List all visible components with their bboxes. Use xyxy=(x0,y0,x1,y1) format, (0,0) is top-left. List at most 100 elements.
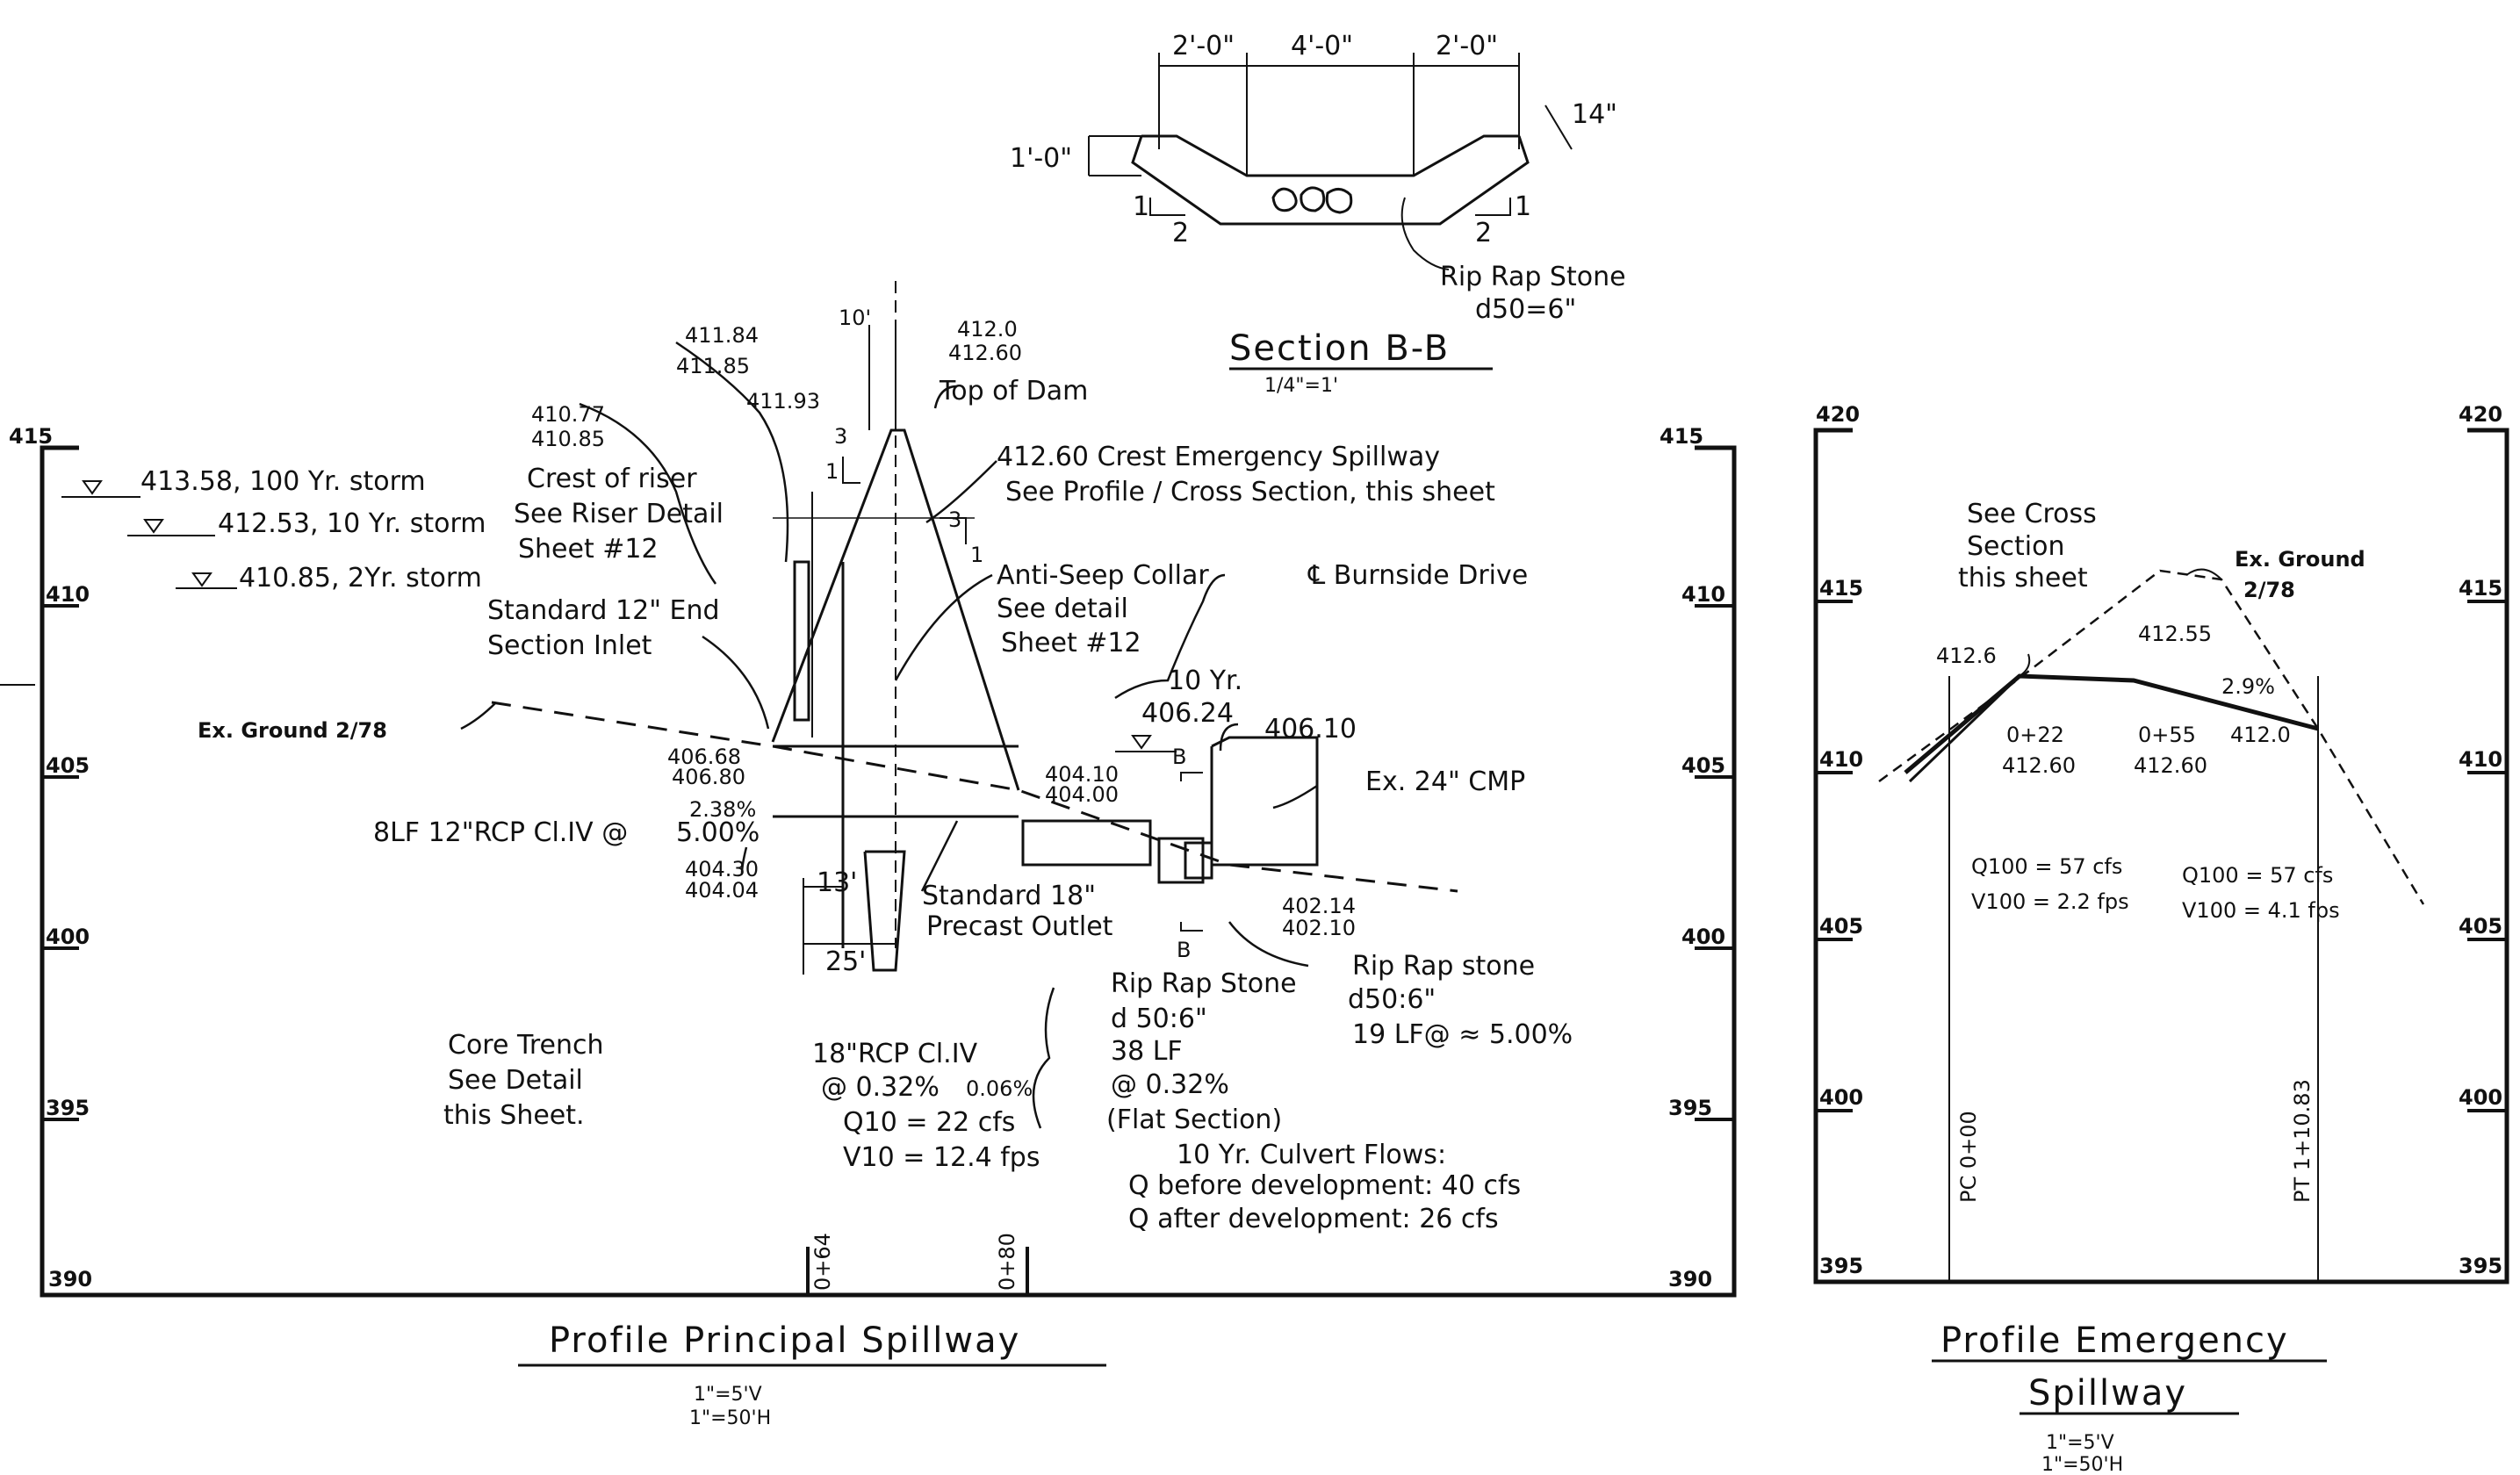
rr1-2: d 50:6" xyxy=(1111,1004,1207,1034)
q100-right: Q100 = 57 cfs xyxy=(2182,863,2333,888)
principal-tick-415-right: 415 xyxy=(1660,424,1703,449)
std18-2: Precast Outlet xyxy=(926,911,1113,942)
emergency-tick-400-left: 400 xyxy=(1819,1085,1863,1110)
slope-3a: 3 xyxy=(834,424,847,449)
storm-2yr: 410.85, 2Yr. storm xyxy=(239,563,482,594)
emergency-tick-420-right: 420 xyxy=(2459,402,2502,427)
v10: V10 = 12.4 fps xyxy=(843,1142,1040,1173)
b-label-bottom: B xyxy=(1177,938,1191,962)
inv-b: 406.80 xyxy=(672,765,745,789)
top-elev-b: 411.85 xyxy=(676,354,750,378)
emergency-axis-ticks xyxy=(1816,600,2507,1112)
section-bb-thickness: 14" xyxy=(1572,99,1617,130)
riser-elev-a: 410.77 xyxy=(531,402,605,427)
station-064: 0+64 xyxy=(810,1233,835,1291)
station-pt: PT 1+10.83 xyxy=(2290,1079,2315,1203)
rr2-1: Rip Rap stone xyxy=(1352,951,1535,982)
emergency-tick-415-right: 415 xyxy=(2459,576,2502,601)
ten-yr-label: 10 Yr. xyxy=(1168,666,1242,696)
dam-elev-a: 412.0 xyxy=(957,317,1018,342)
station-pc: PC 0+00 xyxy=(1956,1111,1981,1203)
end-a: 402.14 xyxy=(1282,894,1356,918)
emergency-tick-420-left: 420 xyxy=(1816,402,1860,427)
section-bb-scale: 1/4"=1' xyxy=(1264,375,1338,397)
emergency-tick-415-left: 415 xyxy=(1819,576,1863,601)
elev-4126: 412.6 xyxy=(1936,644,1997,668)
q10: Q10 = 22 cfs xyxy=(843,1107,1015,1138)
section-bb xyxy=(1088,53,1573,371)
storm-10yr: 412.53, 10 Yr. storm xyxy=(218,508,486,539)
rcp18-slope-a: @ 0.32% xyxy=(821,1072,940,1103)
culvert-1: 10 Yr. Culvert Flows: xyxy=(1177,1140,1446,1170)
anti-seep-2: See detail xyxy=(997,594,1128,624)
emergency-frame xyxy=(1813,428,2509,1284)
station-080: 0+80 xyxy=(995,1233,1019,1291)
cmp: Ex. 24" CMP xyxy=(1365,766,1525,797)
principal-tick-395-right: 395 xyxy=(1668,1096,1712,1120)
rr1-1: Rip Rap Stone xyxy=(1111,968,1297,999)
section-bb-title: Section B-B xyxy=(1229,328,1450,369)
std-end-1: Standard 12" End xyxy=(487,595,720,626)
top-elev-c: 411.93 xyxy=(746,389,820,414)
section-bb-riprap-1: Rip Rap Stone xyxy=(1440,262,1626,292)
section-bb-slope-h-right: 2 xyxy=(1475,218,1492,248)
inv-a: 406.68 xyxy=(667,745,741,769)
core-3: this Sheet. xyxy=(443,1100,585,1131)
rr1-3: 38 LF xyxy=(1111,1036,1183,1067)
emergency-slope: 2.9% xyxy=(2221,674,2275,699)
elev-4120: 412.0 xyxy=(2230,723,2291,747)
principal-axis-ticks xyxy=(42,604,1734,1295)
existing-ground xyxy=(491,701,1458,893)
ex-ground-label: Ex. Ground 2/78 xyxy=(198,718,387,743)
emergency-title-2: Spillway xyxy=(2028,1373,2187,1414)
see-riser-detail: See Riser Detail xyxy=(514,499,724,529)
section-bb-dim-mid: 4'-0" xyxy=(1291,31,1353,61)
emergency-ex-ground-1: Ex. Ground xyxy=(2235,547,2365,572)
top-elev-a: 411.84 xyxy=(685,323,759,348)
principal-tick-410-left: 410 xyxy=(46,582,90,607)
emergency-tick-410-left: 410 xyxy=(1819,747,1863,772)
elev-41255: 412.55 xyxy=(2138,622,2212,646)
dim-13: 13' xyxy=(817,867,857,898)
principal-tick-390-left: 390 xyxy=(48,1267,92,1292)
slope-1b: 1 xyxy=(970,543,983,567)
section-bb-slope-v-right: 1 xyxy=(1515,191,1531,222)
principal-tick-415-left: 415 xyxy=(9,424,53,449)
storm-100yr: 413.58, 100 Yr. storm xyxy=(140,466,426,497)
principal-title: Profile Principal Spillway xyxy=(549,1320,1020,1361)
end-b: 402.10 xyxy=(1282,916,1356,940)
out-a: 404.10 xyxy=(1045,762,1119,787)
principal-tick-405-right: 405 xyxy=(1681,753,1725,778)
section-bb-depth: 1'-0" xyxy=(1010,143,1072,174)
top-of-dam: Top of Dam xyxy=(939,376,1088,407)
principal-frame xyxy=(40,445,1737,1298)
riser-elev-b: 410.85 xyxy=(531,427,605,451)
crest-of-riser: Crest of riser xyxy=(527,464,697,494)
emergency-tick-395-right: 395 xyxy=(2459,1254,2502,1278)
principal-tick-395-left: 395 xyxy=(46,1096,90,1120)
anti-seep-1: Anti-Seep Collar xyxy=(997,560,1209,591)
std18-1: Standard 18" xyxy=(922,881,1096,911)
elev-40610: 406.10 xyxy=(1264,714,1357,745)
principal-scale-h: 1"=50'H xyxy=(689,1407,771,1429)
slope-a: 2.38% xyxy=(689,797,756,822)
slope-1a: 1 xyxy=(825,459,839,484)
emergency-tick-400-right: 400 xyxy=(2459,1085,2502,1110)
emergency-scale-h: 1"=50'H xyxy=(2041,1454,2123,1475)
section-bb-slope-v-left: 1 xyxy=(1133,191,1149,222)
emergency-scale-v: 1"=5'V xyxy=(2046,1432,2114,1454)
principal-tick-400-left: 400 xyxy=(46,925,90,949)
rr1-4: @ 0.32% xyxy=(1111,1069,1229,1100)
inv-c: 404.30 xyxy=(685,857,759,881)
q100-left: Q100 = 57 cfs xyxy=(1971,854,2122,879)
rcp18-slope-b: 0.06% xyxy=(966,1076,1033,1101)
emergency-title-1: Profile Emergency xyxy=(1940,1320,2289,1361)
out-b: 404.00 xyxy=(1045,782,1119,807)
pipe12: 8LF 12"RCP Cl.IV @ xyxy=(373,817,628,848)
burnside-drive: ℄ Burnside Drive xyxy=(1307,560,1528,591)
see-cross-1: See Cross xyxy=(1967,499,2097,529)
station-055: 0+55 xyxy=(2138,723,2196,747)
leaders xyxy=(460,341,1318,1129)
crest-emergency: 412.60 Crest Emergency Spillway xyxy=(997,442,1440,472)
